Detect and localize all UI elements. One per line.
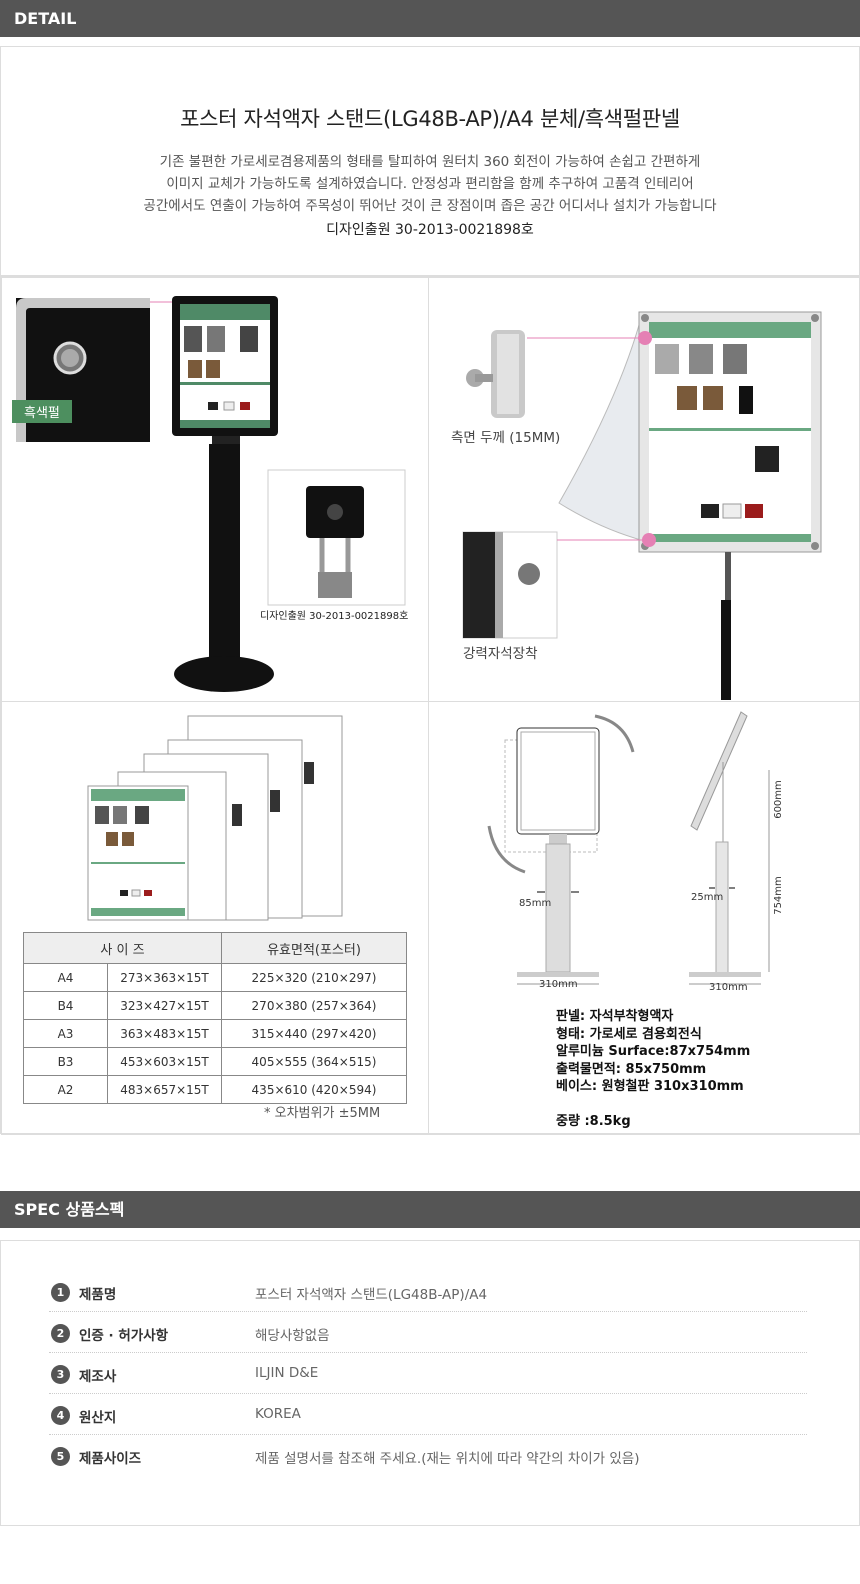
table-row: B3 453×603×15T 405×555 (364×515) <box>23 1047 407 1076</box>
table-row: B4 323×427×15T 270×380 (257×364) <box>23 991 407 1020</box>
size-dims: 453×603×15T <box>107 1047 222 1076</box>
table-row: A2 483×657×15T 435×610 (420×594) <box>23 1075 407 1104</box>
row-number: 5 <box>51 1447 70 1466</box>
spec-row: 2 인증 · 허가사항 해당사항없음 <box>49 1312 807 1353</box>
size-dims: 363×483×15T <box>107 1019 222 1048</box>
row-number: 4 <box>51 1406 70 1425</box>
desc-line: 이미지 교체가 가능하도록 설계하였습니다. 안정성과 편리함을 함께 추구하여… <box>166 176 694 192</box>
spec-line: 중량 :8.5kg <box>556 1113 631 1129</box>
spec-row: 4 원산지 KOREA <box>49 1394 807 1435</box>
spec-key: 인증 · 허가사항 <box>79 1328 169 1344</box>
dim-310-side: 310mm <box>709 982 748 993</box>
dim-754: 754mm <box>772 876 784 915</box>
size-area: 270×380 (257×364) <box>221 991 407 1020</box>
spec-value: ILJIN D&E <box>255 1365 319 1381</box>
spec-table: 1 제품명 포스터 자석액자 스탠드(LG48B-AP)/A4 2 인증 · 허… <box>0 1240 860 1526</box>
product-description: 기존 불편한 가로세로겸용제품의 형태를 탈피하여 원터치 360 회전이 가능… <box>1 151 859 217</box>
frame-detail-illustration <box>462 311 822 700</box>
row-number: 1 <box>51 1283 70 1302</box>
desc-line: 공간에서도 연출이 가능하여 주목성이 뛰어난 것이 큰 장점이며 좁은 공간 … <box>143 198 717 214</box>
size-frames-illustration <box>87 715 343 921</box>
size-area: 435×610 (420×594) <box>221 1075 407 1104</box>
spec-list: 판넬: 자석부착형액자 형태: 가로세로 겸용회전식 알루미늄 Surface:… <box>556 1008 750 1130</box>
spec-row: 3 제조사 ILJIN D&E <box>49 1353 807 1394</box>
image-grid: 흑색펄 디자인출원 30-2013-0021898호 <box>0 276 860 1135</box>
detail-header: DETAIL <box>0 0 860 37</box>
stand-illustration <box>16 296 406 692</box>
black-pearl-badge: 흑색펄 <box>12 400 72 423</box>
inset-design-reg: 디자인출원 30-2013-0021898호 <box>260 611 409 622</box>
dim-310-front: 310mm <box>539 979 578 990</box>
size-area: 405×555 (364×515) <box>221 1047 407 1076</box>
spec-row: 5 제품사이즈 제품 설명서를 참조해 주세요.(재는 위치에 따라 약간의 차… <box>49 1435 807 1476</box>
spec-key: 제조사 <box>79 1369 117 1385</box>
size-area: 315×440 (297×420) <box>221 1019 407 1048</box>
row-number: 3 <box>51 1365 70 1384</box>
tolerance-note: * 오차범위가 ±5MM <box>264 1106 381 1121</box>
spec-line: 출력물면적: 85x750mm <box>556 1061 707 1077</box>
size-name: B4 <box>23 991 108 1020</box>
size-table: 사 이 즈 유효면적(포스터) A4 273×363×15T 225×320 (… <box>23 932 407 1104</box>
size-name: B3 <box>23 1047 108 1076</box>
product-title: 포스터 자석액자 스탠드(LG48B-AP)/A4 분체/흑색펄판넬 <box>180 107 680 131</box>
size-header: 사 이 즈 <box>23 932 222 964</box>
design-registration: 디자인출원 30-2013-0021898호 <box>326 222 534 238</box>
table-row: A3 363×483×15T 315×440 (297×420) <box>23 1019 407 1048</box>
spec-value: 해당사항없음 <box>255 1328 330 1344</box>
spec-line: 형태: 가로세로 겸용회전식 <box>556 1026 702 1042</box>
size-name: A4 <box>23 963 108 992</box>
row-number: 2 <box>51 1324 70 1343</box>
dim-600: 600mm <box>772 780 784 819</box>
dim-85: 85mm <box>519 898 552 909</box>
stand-photo-panel: 흑색펄 디자인출원 30-2013-0021898호 <box>1 277 429 702</box>
spec-header: SPEC 상품스펙 <box>0 1191 860 1228</box>
spec-value: KOREA <box>255 1406 301 1422</box>
dim-25: 25mm <box>691 892 724 903</box>
dimension-panel: 85mm 310mm 25mm 310mm 600mm 754mm <box>428 701 860 1135</box>
spec-key: 원산지 <box>79 1410 117 1426</box>
dimension-diagram <box>487 711 770 985</box>
desc-line: 기존 불편한 가로세로겸용제품의 형태를 탈피하여 원터치 360 회전이 가능… <box>159 154 701 170</box>
spec-row: 1 제품명 포스터 자석액자 스탠드(LG48B-AP)/A4 <box>49 1271 807 1312</box>
intro-section: 포스터 자석액자 스탠드(LG48B-AP)/A4 분체/흑색펄판넬 기존 불편… <box>0 46 860 276</box>
magnet-label: 강력자석장착 <box>463 646 538 662</box>
area-header: 유효면적(포스터) <box>221 932 407 964</box>
size-dims: 273×363×15T <box>107 963 222 992</box>
spec-line <box>556 1096 750 1113</box>
frame-detail-panel: 측면 두께 (15MM) 강력자석장착 <box>428 277 860 702</box>
table-row: A4 273×363×15T 225×320 (210×297) <box>23 963 407 992</box>
spec-key: 제품명 <box>79 1287 117 1303</box>
spec-value: 포스터 자석액자 스탠드(LG48B-AP)/A4 <box>255 1287 488 1303</box>
size-name: A2 <box>23 1075 108 1104</box>
spec-value: 제품 설명서를 참조해 주세요.(재는 위치에 따라 약간의 차이가 있음) <box>255 1451 640 1467</box>
side-thickness-label: 측면 두께 (15MM) <box>451 430 561 446</box>
spec-line: 베이스: 원형철판 310x310mm <box>556 1079 744 1094</box>
size-name: A3 <box>23 1019 108 1048</box>
size-dims: 323×427×15T <box>107 991 222 1020</box>
spec-line: 알루미늄 Surface:87x754mm <box>556 1044 751 1059</box>
size-panel: 사 이 즈 유효면적(포스터) A4 273×363×15T 225×320 (… <box>1 701 429 1135</box>
spec-key: 제품사이즈 <box>79 1451 142 1467</box>
size-area: 225×320 (210×297) <box>221 963 407 992</box>
size-dims: 483×657×15T <box>107 1075 222 1104</box>
spec-line: 판넬: 자석부착형액자 <box>556 1009 674 1024</box>
